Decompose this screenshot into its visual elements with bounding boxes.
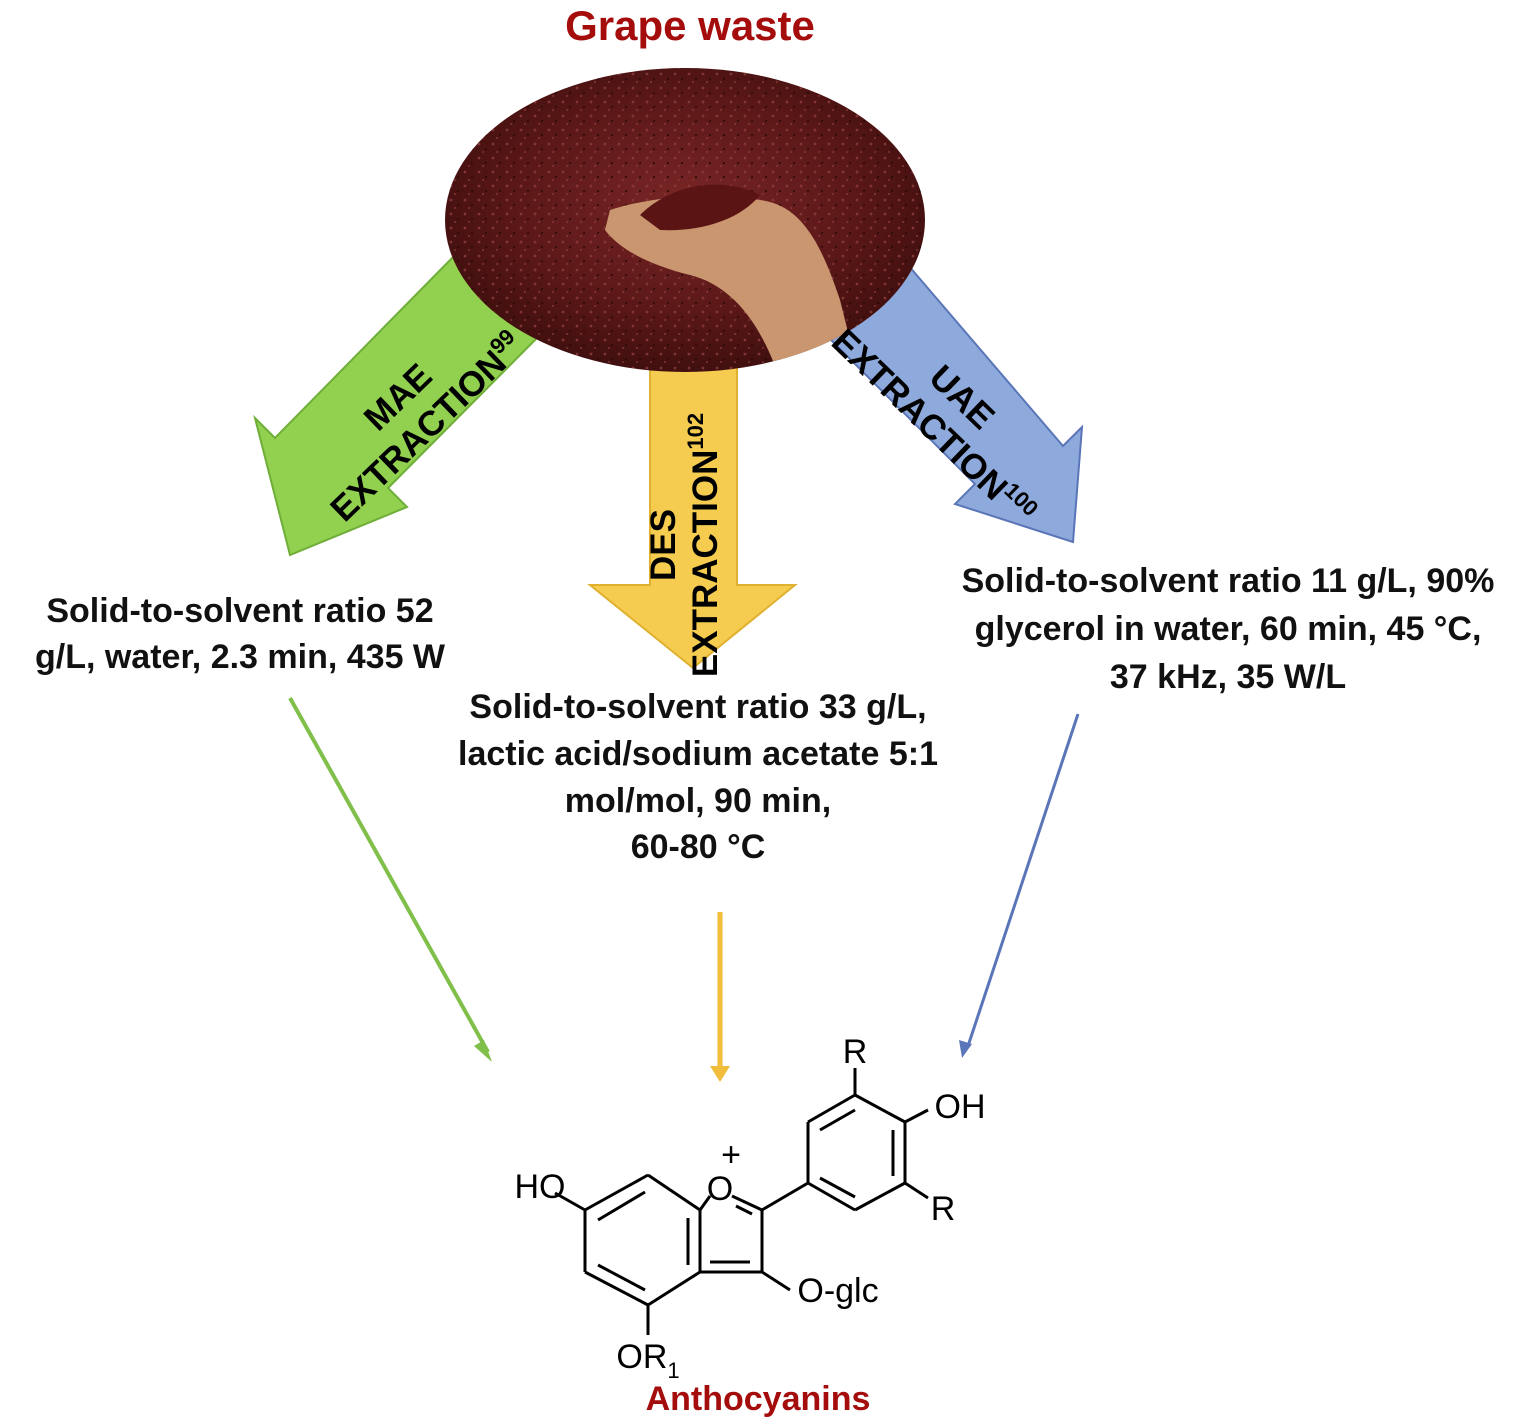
des-condition-line: Solid-to-solvent ratio 33 g/L, [469, 688, 926, 726]
oh-group: OH [935, 1088, 986, 1126]
mae-arrow [253, 253, 547, 557]
or1-subscript: 1 [667, 1358, 679, 1383]
des-label-line2: EXTRACTION [686, 450, 725, 678]
title: Grape waste [565, 2, 815, 49]
uae-condition-line: Solid-to-solvent ratio 11 g/L, 90% [962, 562, 1495, 600]
uae-condition-line: glycerol in water, 60 min, 45 °C, [975, 610, 1482, 648]
or1-text: OR [616, 1338, 667, 1376]
uae-condition-line: 37 kHz, 35 W/L [1110, 658, 1346, 696]
product-label: Anthocyanins [646, 1380, 871, 1418]
mae-thin-arrow [288, 697, 492, 1062]
uae-thin-arrow [959, 713, 1080, 1058]
mae-condition-line: Solid-to-solvent ratio 52 [46, 592, 433, 630]
des-label: DES EXTRACTION102 [644, 413, 725, 677]
des-conditions: Solid-to-solvent ratio 33 g/L, lactic ac… [458, 688, 938, 866]
mae-conditions: Solid-to-solvent ratio 52 g/L, water, 2.… [35, 592, 446, 676]
svg-text:EXTRACTION102: EXTRACTION102 [683, 413, 725, 677]
o-glc-group: O-glc [797, 1272, 878, 1310]
des-thin-arrow [710, 912, 730, 1082]
oxonium-o: O [707, 1170, 733, 1208]
uae-conditions: Solid-to-solvent ratio 11 g/L, 90% glyce… [962, 562, 1495, 696]
mae-condition-line: g/L, water, 2.3 min, 435 W [35, 638, 446, 676]
ho-group: HO [515, 1168, 566, 1206]
des-label-line1: DES [644, 509, 683, 581]
grape-waste-image [445, 68, 925, 372]
r-top: R [843, 1033, 868, 1071]
des-condition-line: mol/mol, 90 min, [565, 782, 831, 820]
des-ref: 102 [683, 413, 708, 450]
des-condition-line: lactic acid/sodium acetate 5:1 [458, 735, 938, 773]
anthocyanin-structure: HO O + R OH R O-glc OR1 [515, 1033, 986, 1383]
hand-icon [605, 184, 860, 372]
des-condition-line: 60-80 °C [631, 828, 766, 866]
or1-group: OR1 [616, 1338, 679, 1383]
r-bottom: R [931, 1190, 956, 1228]
uae-arrow [816, 256, 1084, 544]
des-arrow [587, 334, 798, 670]
positive-charge: + [721, 1136, 741, 1174]
